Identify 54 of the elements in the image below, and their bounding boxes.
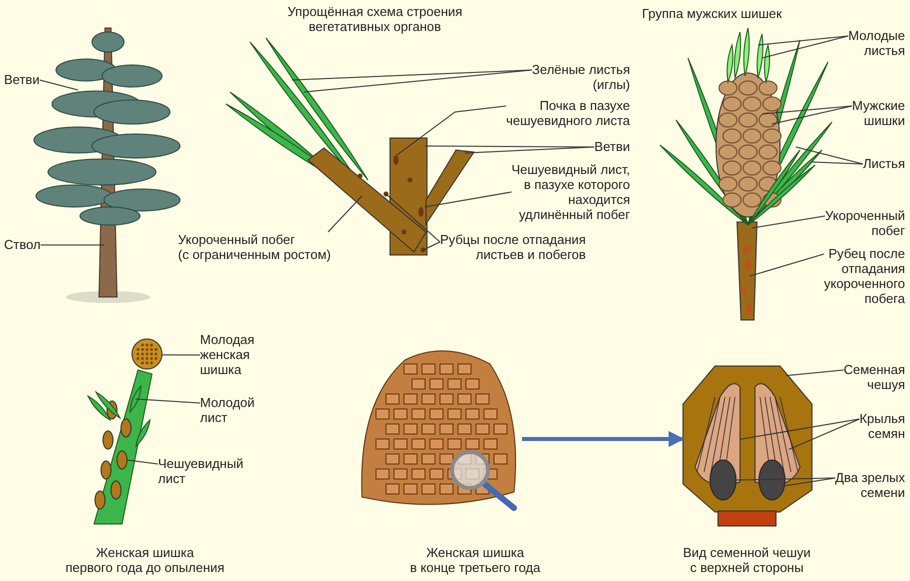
young-leaf (130, 386, 142, 412)
part-label: Семенная чешуя (844, 362, 905, 392)
panel-title: Упрощённая схема строения вегетативных органов (288, 4, 462, 34)
part-label: Ствол (4, 237, 41, 252)
leader-line (812, 162, 864, 164)
part-label: Чешуевидный лист (158, 456, 244, 486)
leader-line (783, 478, 836, 486)
part-label: Молодая женская шишка (200, 332, 254, 377)
leader-line (786, 370, 844, 376)
panel-title: Группа мужских шишек (642, 6, 782, 21)
part-label: Молодой лист (200, 395, 255, 425)
leader-line (422, 242, 440, 250)
leader-line (162, 354, 200, 356)
leader-line (386, 194, 440, 242)
leader-line (292, 70, 532, 80)
leader-line (464, 146, 595, 154)
leader-line (762, 106, 852, 114)
leader-line (328, 196, 362, 232)
part-label: Укороченный побег (с ограниченным ростом) (178, 232, 331, 262)
panel-caption: Вид семенной чешуи с верхней стороны (683, 545, 811, 575)
part-label: Два зрелых семени (835, 470, 905, 500)
leader-line (788, 418, 860, 450)
leader-line (39, 80, 78, 90)
leader-line (736, 478, 836, 480)
part-label: Рубцы после отпадания листьев и побегов (440, 232, 586, 262)
part-label: Укороченный побег (825, 208, 905, 238)
leader-line (304, 70, 532, 92)
part-label: Мужские шишки (852, 98, 905, 128)
part-label: Крылья семян (859, 411, 905, 441)
leader-line (752, 216, 826, 228)
leader-line (758, 36, 849, 46)
leader-line (772, 106, 852, 124)
part-label: Чешуевидный лист, в пазухе которого находится удлинённый побег (511, 162, 630, 222)
part-label: Молодые листья (848, 28, 905, 58)
seed (710, 460, 736, 500)
leader-line (40, 244, 104, 246)
part-label: Ветви (4, 72, 40, 87)
leader-line (396, 106, 507, 156)
part-label: Ветви (594, 139, 630, 154)
panel-caption: Женская шишка в конце третьего года (410, 545, 540, 575)
young-cone (132, 338, 162, 370)
arrow (522, 431, 685, 447)
leader-line (740, 418, 860, 440)
seed-scale-drawing (682, 366, 812, 526)
part-label: Зелёные листья (иглы) (532, 62, 630, 92)
part-label: Листья (862, 156, 905, 171)
leader-line (424, 192, 512, 208)
part-label: Почка в пазухе чешуевидного листа (506, 98, 630, 128)
leader-line (796, 146, 864, 164)
panel-caption: Женская шишка первого года до опыления (66, 545, 224, 575)
part-label: Рубец после отпадания укороченного побега (824, 246, 905, 306)
leader-line (762, 36, 849, 58)
leader-line (750, 254, 824, 276)
seed (758, 460, 786, 500)
